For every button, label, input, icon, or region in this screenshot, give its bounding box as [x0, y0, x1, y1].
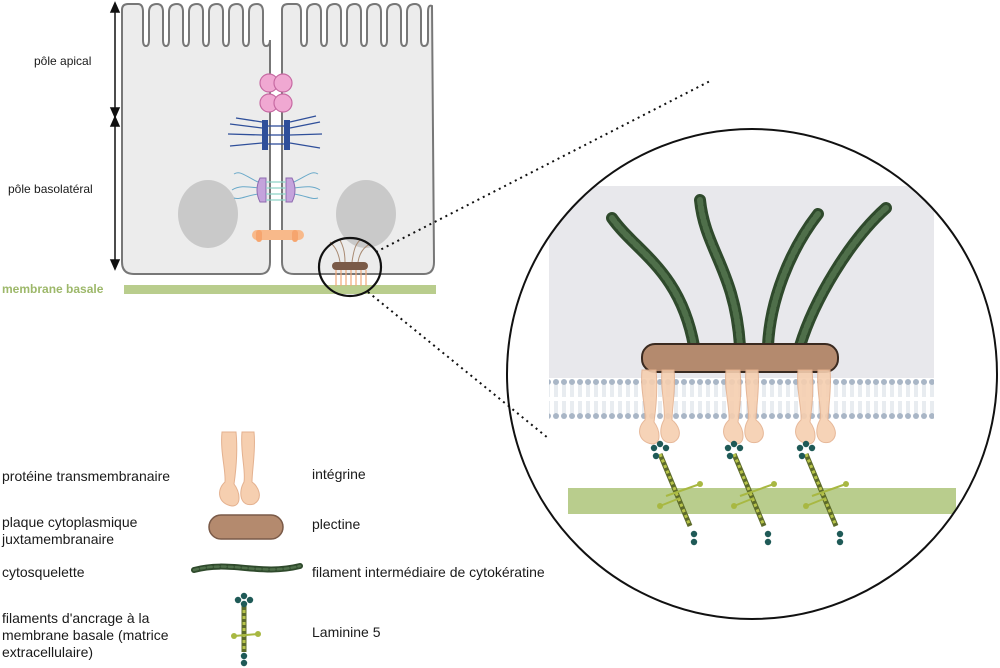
- basolateral-pole-label: pôle basolatéral: [8, 182, 93, 196]
- hemidesmosome-small-icon: [329, 239, 371, 286]
- legend-right-2: plectine: [312, 516, 361, 532]
- legend-left-2: plaque cytoplasmique juxtamembranaire: [2, 514, 138, 547]
- integrin-icon: [219, 431, 260, 507]
- plectin-icon: [208, 514, 284, 540]
- gap-junction-icon: [252, 230, 304, 242]
- epithelial-cells: [121, 2, 436, 275]
- adherens-junction-icon: [231, 172, 321, 203]
- legend-left-1: protéine transmembranaire: [2, 468, 171, 484]
- keratin-filament-icon: [191, 563, 303, 573]
- legend-left-3: cytosquelette: [2, 564, 85, 580]
- laminin-icon: [231, 592, 261, 667]
- zoom-circle: [506, 128, 998, 620]
- desmosome-icon: [227, 115, 323, 150]
- tight-junction-icon: [259, 73, 293, 113]
- nucleus-right: [336, 180, 396, 248]
- legend-right-1: intégrine: [312, 466, 366, 482]
- polarity-arrows: [109, 1, 121, 271]
- apical-pole-label: pôle apical: [34, 54, 92, 68]
- basal-membrane-strip: [124, 285, 436, 294]
- zoom-detail: [549, 186, 956, 545]
- legend-right-3: filament intermédiaire de cytokératine: [312, 564, 545, 580]
- basal-membrane-label: membrane basale: [2, 282, 104, 296]
- zoom-lines: [367, 79, 713, 439]
- zoom-source-circle: [317, 236, 383, 298]
- legend-left-4: filaments d'ancrage à la membrane basale…: [2, 610, 169, 660]
- nucleus-left: [178, 180, 238, 248]
- legend-right-4: Laminine 5: [312, 624, 381, 640]
